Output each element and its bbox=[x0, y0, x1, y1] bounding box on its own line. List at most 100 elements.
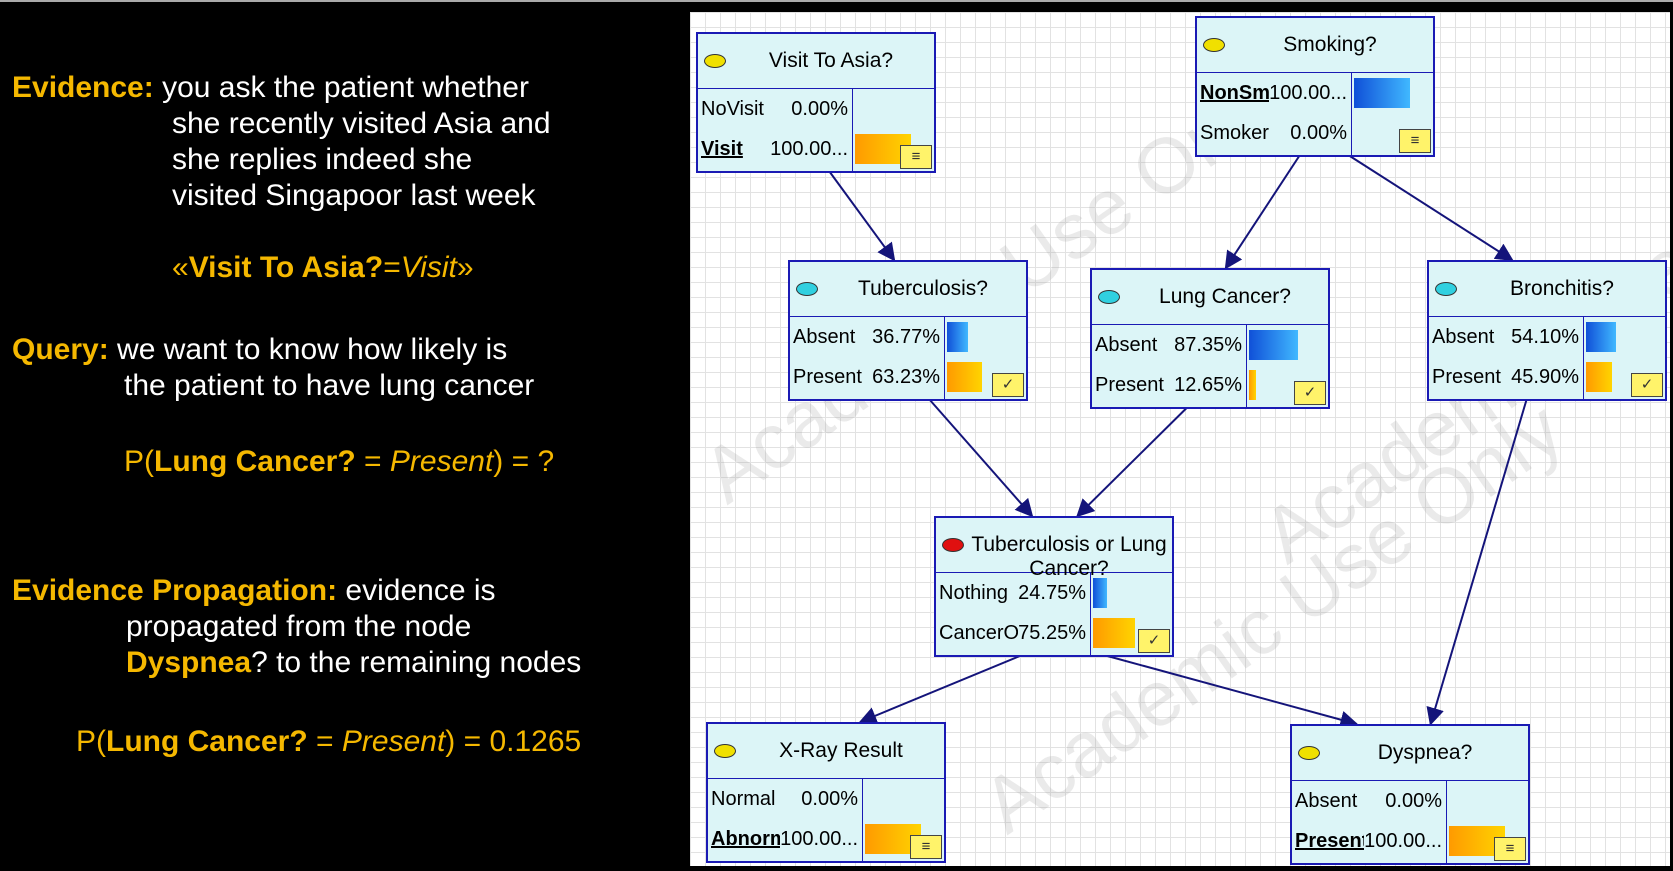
edge-asia-tb bbox=[828, 171, 896, 262]
evidence-icon[interactable]: ≡ bbox=[1399, 129, 1431, 153]
node-header[interactable]: Lung Cancer? bbox=[1092, 270, 1328, 325]
state-name: NoVisit bbox=[701, 97, 764, 120]
state-probability: 75.25% bbox=[1018, 621, 1086, 644]
state-row[interactable]: NonSmok ...100.00... bbox=[1197, 73, 1351, 113]
node-header[interactable]: Tuberculosis? bbox=[790, 262, 1026, 317]
check-icon[interactable]: ✓ bbox=[1631, 373, 1663, 397]
node-header[interactable]: X-Ray Result bbox=[708, 724, 944, 779]
probability-bar bbox=[1586, 362, 1612, 392]
state-name: NonSmok ... bbox=[1200, 81, 1270, 104]
state-name: CancerORTuber... bbox=[939, 621, 1019, 644]
node-title: X-Ray Result bbox=[779, 739, 903, 762]
state-row[interactable]: Visit 100.00... bbox=[698, 129, 852, 169]
edge-tbor-xray bbox=[858, 655, 1021, 725]
edge-smoking-bronc bbox=[1349, 155, 1514, 261]
probability-bars: ✓ bbox=[945, 317, 1026, 399]
state-row[interactable]: CancerORTuber...75.25% bbox=[936, 613, 1090, 653]
evidence-icon[interactable]: ≡ bbox=[900, 145, 932, 169]
probability-bar bbox=[1093, 578, 1107, 608]
node-xray[interactable]: X-Ray ResultNormal0.00%Abnormal100.00...… bbox=[706, 722, 946, 863]
state-name: Smoker bbox=[1200, 121, 1269, 144]
result-end: ) = 0.1265 bbox=[445, 725, 582, 758]
node-title: Tuberculosis or Lung Cancer? bbox=[971, 533, 1167, 580]
node-header[interactable]: Smoking? bbox=[1197, 18, 1433, 73]
edge-tbor-dysp bbox=[1107, 655, 1359, 729]
check-icon[interactable]: ✓ bbox=[992, 373, 1024, 397]
propagation-text-4: ? to the remaining nodes bbox=[251, 646, 582, 679]
query-label: Query: bbox=[12, 333, 109, 366]
evidence-text-1: you ask the patient whether bbox=[162, 71, 529, 104]
state-row[interactable]: Absent 87.35% bbox=[1092, 325, 1246, 365]
probability-bar bbox=[1586, 322, 1616, 352]
state-name: Absent bbox=[1095, 333, 1158, 356]
network-edges bbox=[828, 155, 1528, 729]
evidence-icon[interactable]: ≡ bbox=[910, 835, 942, 859]
propagation-node: Dyspnea bbox=[126, 646, 252, 679]
status-oval-icon bbox=[1298, 746, 1320, 760]
state-row[interactable]: Absent 0.00% bbox=[1292, 781, 1446, 821]
node-title: Lung Cancer? bbox=[1159, 285, 1291, 308]
evidence-icon[interactable]: ≡ bbox=[1494, 837, 1526, 861]
node-header[interactable]: Tuberculosis or Lung Cancer? bbox=[936, 518, 1172, 580]
evidence-value: Visit bbox=[400, 251, 457, 284]
node-header[interactable]: Visit To Asia? bbox=[698, 34, 934, 89]
bayesian-network-canvas[interactable]: Academic Use Only Academic Use Only Acad… bbox=[690, 12, 1670, 866]
state-row[interactable]: Abnormal100.00... bbox=[708, 819, 862, 859]
probability-bars: ✓ bbox=[1091, 573, 1172, 655]
query-end: ) = ? bbox=[493, 445, 555, 478]
node-header[interactable]: Dyspnea? bbox=[1292, 726, 1528, 781]
status-oval-icon bbox=[1098, 290, 1120, 304]
state-name: Visit bbox=[701, 137, 743, 160]
query-text-2: the patient to have lung cancer bbox=[124, 369, 535, 402]
node-title: Visit To Asia? bbox=[768, 49, 894, 72]
state-name: Absent bbox=[1295, 789, 1358, 812]
state-name: Abnormal bbox=[711, 827, 781, 850]
result-value: Present bbox=[341, 725, 446, 758]
probability-bars: ≡ bbox=[1352, 73, 1433, 155]
result-formula: P(Lung Cancer? = Present) = 0.1265 bbox=[76, 724, 581, 760]
check-icon[interactable]: ✓ bbox=[1294, 381, 1326, 405]
state-probability: 87.35% bbox=[1174, 333, 1242, 356]
guillemet-close: » bbox=[456, 251, 474, 284]
check-icon[interactable]: ✓ bbox=[1138, 629, 1170, 653]
state-probability: 100.00... bbox=[780, 827, 858, 850]
propagation-text-3: Dyspnea? to the remaining nodes bbox=[126, 645, 581, 681]
propagation-line-1: Evidence Propagation: evidence is bbox=[12, 573, 496, 609]
status-oval-icon bbox=[796, 282, 818, 296]
probability-bar bbox=[1249, 330, 1298, 360]
state-probability: 100.00... bbox=[770, 137, 848, 160]
state-probability: 100.00... bbox=[1364, 829, 1442, 852]
state-probability: 54.10% bbox=[1511, 325, 1579, 348]
evidence-line-1: Evidence: you ask the patient whether bbox=[12, 70, 529, 106]
state-list: Normal0.00%Abnormal100.00... bbox=[708, 779, 863, 861]
probability-bar bbox=[1093, 618, 1135, 648]
state-probability: 0.00% bbox=[1385, 789, 1442, 812]
node-header[interactable]: Bronchitis? bbox=[1429, 262, 1665, 317]
